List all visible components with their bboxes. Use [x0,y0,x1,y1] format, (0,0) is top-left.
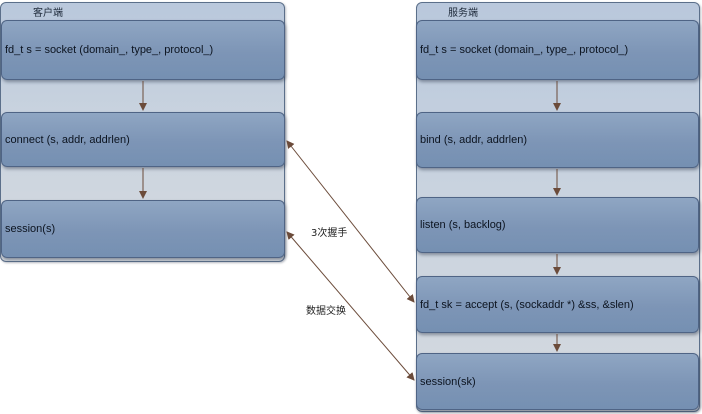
server-session-label: session(sk) [420,375,476,388]
client-session-step: session(s) [1,200,285,258]
client-session-label: session(s) [5,223,56,235]
client-connect-step: connect (s, addr, addrlen) [1,112,285,167]
server-session-step: session(sk) [416,353,699,410]
handshake-label: 3次握手 [311,228,348,239]
client-socket-label: fd_t s = socket (domain_, type_, protoco… [5,44,214,56]
server-socket-label: fd_t s = socket (domain_, type_, protoco… [420,44,629,56]
handshake-link [286,140,415,303]
server-panel-title: 服务端 [448,8,478,19]
server-bind-label: bind (s, addr, addrlen) [420,134,528,146]
client-panel-title: 客户端 [33,8,63,19]
server-listen-label: listen (s, backlog) [420,219,506,231]
server-bind-step: bind (s, addr, addrlen) [416,112,699,168]
server-accept-step: fd_t sk = accept (s, (sockaddr *) &ss, &… [416,276,699,333]
client-connect-label: connect (s, addr, addrlen) [5,133,130,146]
data-exchange-link [286,231,415,381]
server-listen-step: listen (s, backlog) [416,197,699,253]
data-exchange-label: 数据交换 [306,306,346,317]
server-socket-step: fd_t s = socket (domain_, type_, protoco… [416,20,699,80]
server-accept-label: fd_t sk = accept (s, (sockaddr *) &ss, &… [420,298,634,311]
client-socket-step: fd_t s = socket (domain_, type_, protoco… [1,20,285,80]
